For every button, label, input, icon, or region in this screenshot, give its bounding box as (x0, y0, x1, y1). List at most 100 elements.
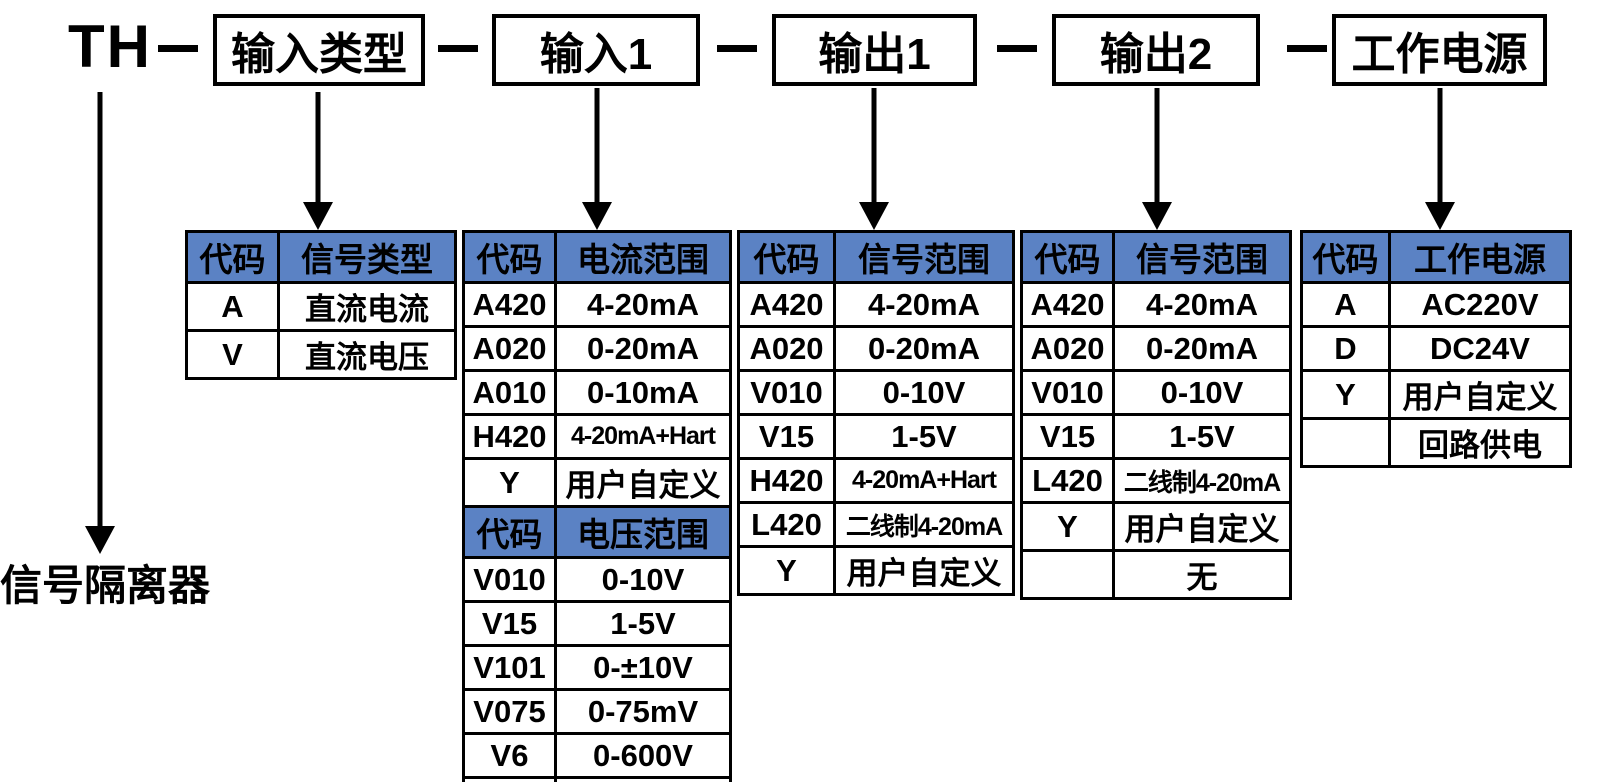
header-cell: 工作电源 (1388, 230, 1572, 284)
code-cell: V075 (462, 688, 557, 735)
box-power-supply: 工作电源 (1332, 14, 1547, 86)
value-cell: 4-20mA (1112, 281, 1292, 328)
value-cell: 0-±10V (554, 644, 732, 691)
table-row: 回路供电 (1300, 417, 1572, 468)
code-cell (1300, 417, 1391, 468)
table-header-row: 代码工作电源 (1300, 230, 1572, 284)
code-cell: A020 (737, 325, 836, 372)
value-cell: 1-5V (554, 600, 732, 647)
value-cell: 0-75mV (554, 688, 732, 735)
box-label: 输出1 (818, 30, 931, 79)
code-cell: Y (462, 776, 557, 782)
value-cell: 0-20mA (833, 325, 1015, 372)
value-cell: 无 (1112, 549, 1292, 600)
model-prefix: TH (68, 13, 152, 80)
table-header-row: 代码信号类型 (185, 230, 457, 284)
value-cell: DC24V (1388, 325, 1572, 372)
value-cell: 直流电流 (277, 281, 457, 332)
header-cell: 代码 (737, 230, 836, 284)
header-cell: 代码 (462, 230, 557, 284)
box-label: 输入1 (539, 30, 653, 79)
box-label: 工作电源 (1351, 30, 1528, 79)
value-cell: 0-20mA (554, 325, 732, 372)
arrow-down-icon (1425, 88, 1455, 230)
dash-connector (158, 45, 198, 52)
header-cell: 信号类型 (277, 230, 457, 284)
dash-connector (438, 45, 478, 52)
code-cell: V6 (462, 732, 557, 779)
value-cell: 回路供电 (1388, 417, 1572, 468)
code-cell: V010 (1020, 369, 1115, 416)
value-cell: 0-10V (833, 369, 1015, 416)
header-cell: 代码 (185, 230, 280, 284)
code-cell: V010 (737, 369, 836, 416)
value-cell: 4-20mA+Hart (554, 413, 732, 460)
dash-connector (1287, 45, 1327, 52)
header-cell: 电流范围 (554, 230, 732, 284)
value-cell: 用户自定义 (1112, 501, 1292, 552)
box-output-1: 输出1 (772, 14, 977, 86)
code-cell: V15 (1020, 413, 1115, 460)
code-cell: V15 (737, 413, 836, 460)
code-cell: D (1300, 325, 1391, 372)
code-cell: H420 (462, 413, 557, 460)
value-cell: 直流电压 (277, 329, 457, 380)
dash-connector (997, 45, 1037, 52)
code-cell: A (1300, 281, 1391, 328)
table-header-row: 代码信号范围 (737, 230, 1015, 284)
code-cell: A420 (462, 281, 557, 328)
value-cell: AC220V (1388, 281, 1572, 328)
header-cell: 代码 (462, 505, 557, 559)
value-cell: 4-20mA (833, 281, 1015, 328)
code-cell: A020 (462, 325, 557, 372)
code-cell: V (185, 329, 280, 380)
value-cell: 1-5V (833, 413, 1015, 460)
code-cell: A010 (462, 369, 557, 416)
code-cell: V15 (462, 600, 557, 647)
code-cell: Y (1020, 501, 1115, 552)
table-header-row: 代码电压范围 (462, 505, 732, 559)
code-cell: V101 (462, 644, 557, 691)
value-cell: 用户自定义 (554, 776, 732, 782)
value-cell: 二线制4-20mA (1112, 457, 1292, 504)
value-cell: 0-20mA (1112, 325, 1292, 372)
value-cell: 用户自定义 (1388, 369, 1572, 420)
header-cell: 代码 (1020, 230, 1115, 284)
box-input-1: 输入1 (492, 14, 700, 86)
arrow-down-icon (859, 88, 889, 230)
value-cell: 0-10V (1112, 369, 1292, 416)
table-row: 无 (1020, 549, 1292, 600)
box-input-type: 输入类型 (213, 14, 425, 86)
arrow-down-icon (1142, 88, 1172, 230)
header-cell: 电压范围 (554, 505, 732, 559)
code-cell: A (185, 281, 280, 332)
code-cell: L420 (1020, 457, 1115, 504)
header-cell: 代码 (1300, 230, 1391, 284)
header-cell: 信号范围 (833, 230, 1015, 284)
